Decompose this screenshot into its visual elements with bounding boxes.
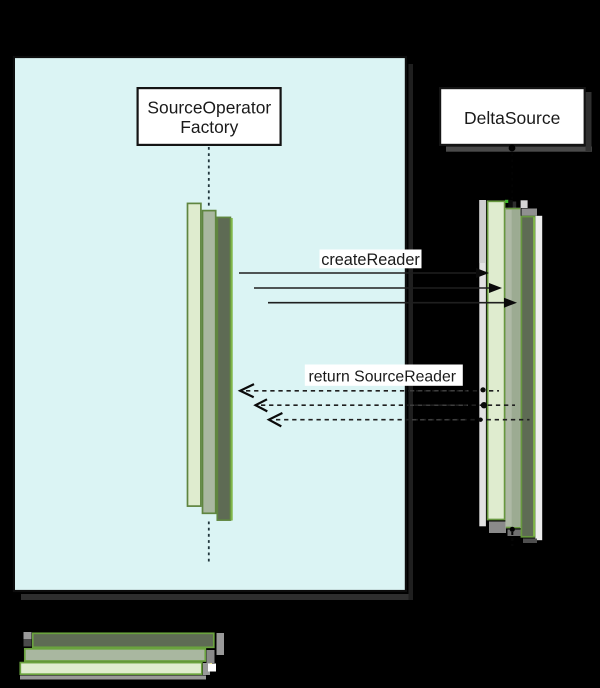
svg-text:DeltaSource: DeltaSource <box>464 108 560 128</box>
svg-text:createReader: createReader <box>321 251 420 269</box>
svg-text:return SourceReader: return SourceReader <box>309 369 457 386</box>
svg-text:SourceOperator: SourceOperator <box>147 97 271 117</box>
svg-text:Factory: Factory <box>180 117 238 137</box>
